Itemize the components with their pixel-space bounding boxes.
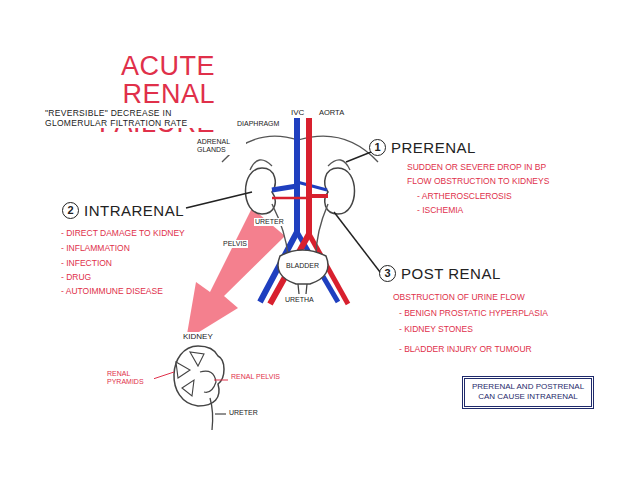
callout-number: 3 bbox=[379, 265, 396, 282]
label: - BENIGN PROSTATIC HYPERPLASIA bbox=[398, 308, 549, 318]
callout-number: 1 bbox=[369, 139, 386, 156]
label: - INFECTION bbox=[60, 258, 113, 268]
urethra bbox=[298, 284, 307, 294]
callout-heading: POST RENAL bbox=[401, 265, 501, 282]
leader-line bbox=[334, 212, 380, 272]
label: - INFLAMMATION bbox=[60, 243, 131, 253]
callout-heading: PRERENAL bbox=[391, 139, 476, 156]
renal-pelvis bbox=[200, 371, 216, 392]
label: URETHA bbox=[284, 296, 315, 304]
kidney bbox=[325, 168, 355, 214]
label: PELVIS bbox=[222, 240, 248, 248]
label: IVC bbox=[290, 108, 305, 118]
leader-line bbox=[214, 380, 228, 381]
label: DIAPHRAGM bbox=[236, 120, 280, 128]
renal-vein bbox=[272, 186, 297, 190]
label: URETER bbox=[228, 409, 259, 417]
label: OBSTRUCTION OF URINE FLOW bbox=[392, 292, 526, 302]
label: KIDNEY bbox=[182, 332, 214, 342]
callout-number: 2 bbox=[62, 202, 79, 219]
ureter bbox=[316, 204, 328, 256]
callout-circle: 1 PRERENAL bbox=[369, 139, 476, 156]
note-box: PRERENAL AND POSTRENAL CAN CAUSE INTRARE… bbox=[462, 376, 594, 409]
label: - DRUG bbox=[60, 272, 92, 282]
callout-circle: 2 INTRARENAL bbox=[62, 202, 184, 219]
callout-heading: INTRARENAL bbox=[84, 202, 184, 219]
callout-circle: 3 POST RENAL bbox=[379, 265, 501, 282]
renal-artery bbox=[309, 194, 328, 198]
leader-line bbox=[346, 152, 371, 162]
note-text: PRERENAL AND POSTRENAL CAN CAUSE INTRARE… bbox=[470, 382, 586, 403]
label: RENAL PYRAMIDS bbox=[106, 370, 154, 387]
label: - KIDNEY STONES bbox=[398, 324, 474, 334]
label: AORTA bbox=[318, 108, 345, 117]
leader-line bbox=[215, 414, 226, 415]
label: - DIRECT DAMAGE TO KIDNEY bbox=[60, 228, 186, 238]
label: - ARTHEROSCLEROSIS bbox=[416, 191, 513, 201]
label: "REVERSIBLE" DECREASE IN GLOMERULAR FILT… bbox=[44, 108, 226, 128]
bladder bbox=[278, 250, 328, 284]
label: RENAL PELVIS bbox=[230, 373, 281, 381]
label: URETER bbox=[254, 218, 285, 226]
label: FLOW OBSTRUCTION TO KIDNEYS bbox=[406, 176, 550, 186]
renal-artery bbox=[272, 197, 309, 200]
kidney bbox=[246, 168, 276, 214]
ureter bbox=[210, 398, 213, 430]
kidney-section bbox=[174, 346, 224, 406]
label: BLADDER bbox=[285, 262, 320, 270]
pointer-arrow bbox=[186, 208, 285, 340]
leader-line bbox=[186, 192, 252, 208]
renal-pyramid bbox=[176, 352, 204, 396]
label: SUDDEN OR SEVERE DROP IN BP bbox=[406, 162, 547, 172]
label: - ISCHEMIA bbox=[416, 205, 464, 215]
label: - AUTOIMMUNE DISEASE bbox=[60, 286, 164, 296]
label: ADRENAL GLANDS bbox=[196, 138, 246, 155]
label: - BLADDER INJURY OR TUMOUR bbox=[398, 344, 533, 354]
ureter bbox=[272, 204, 288, 256]
